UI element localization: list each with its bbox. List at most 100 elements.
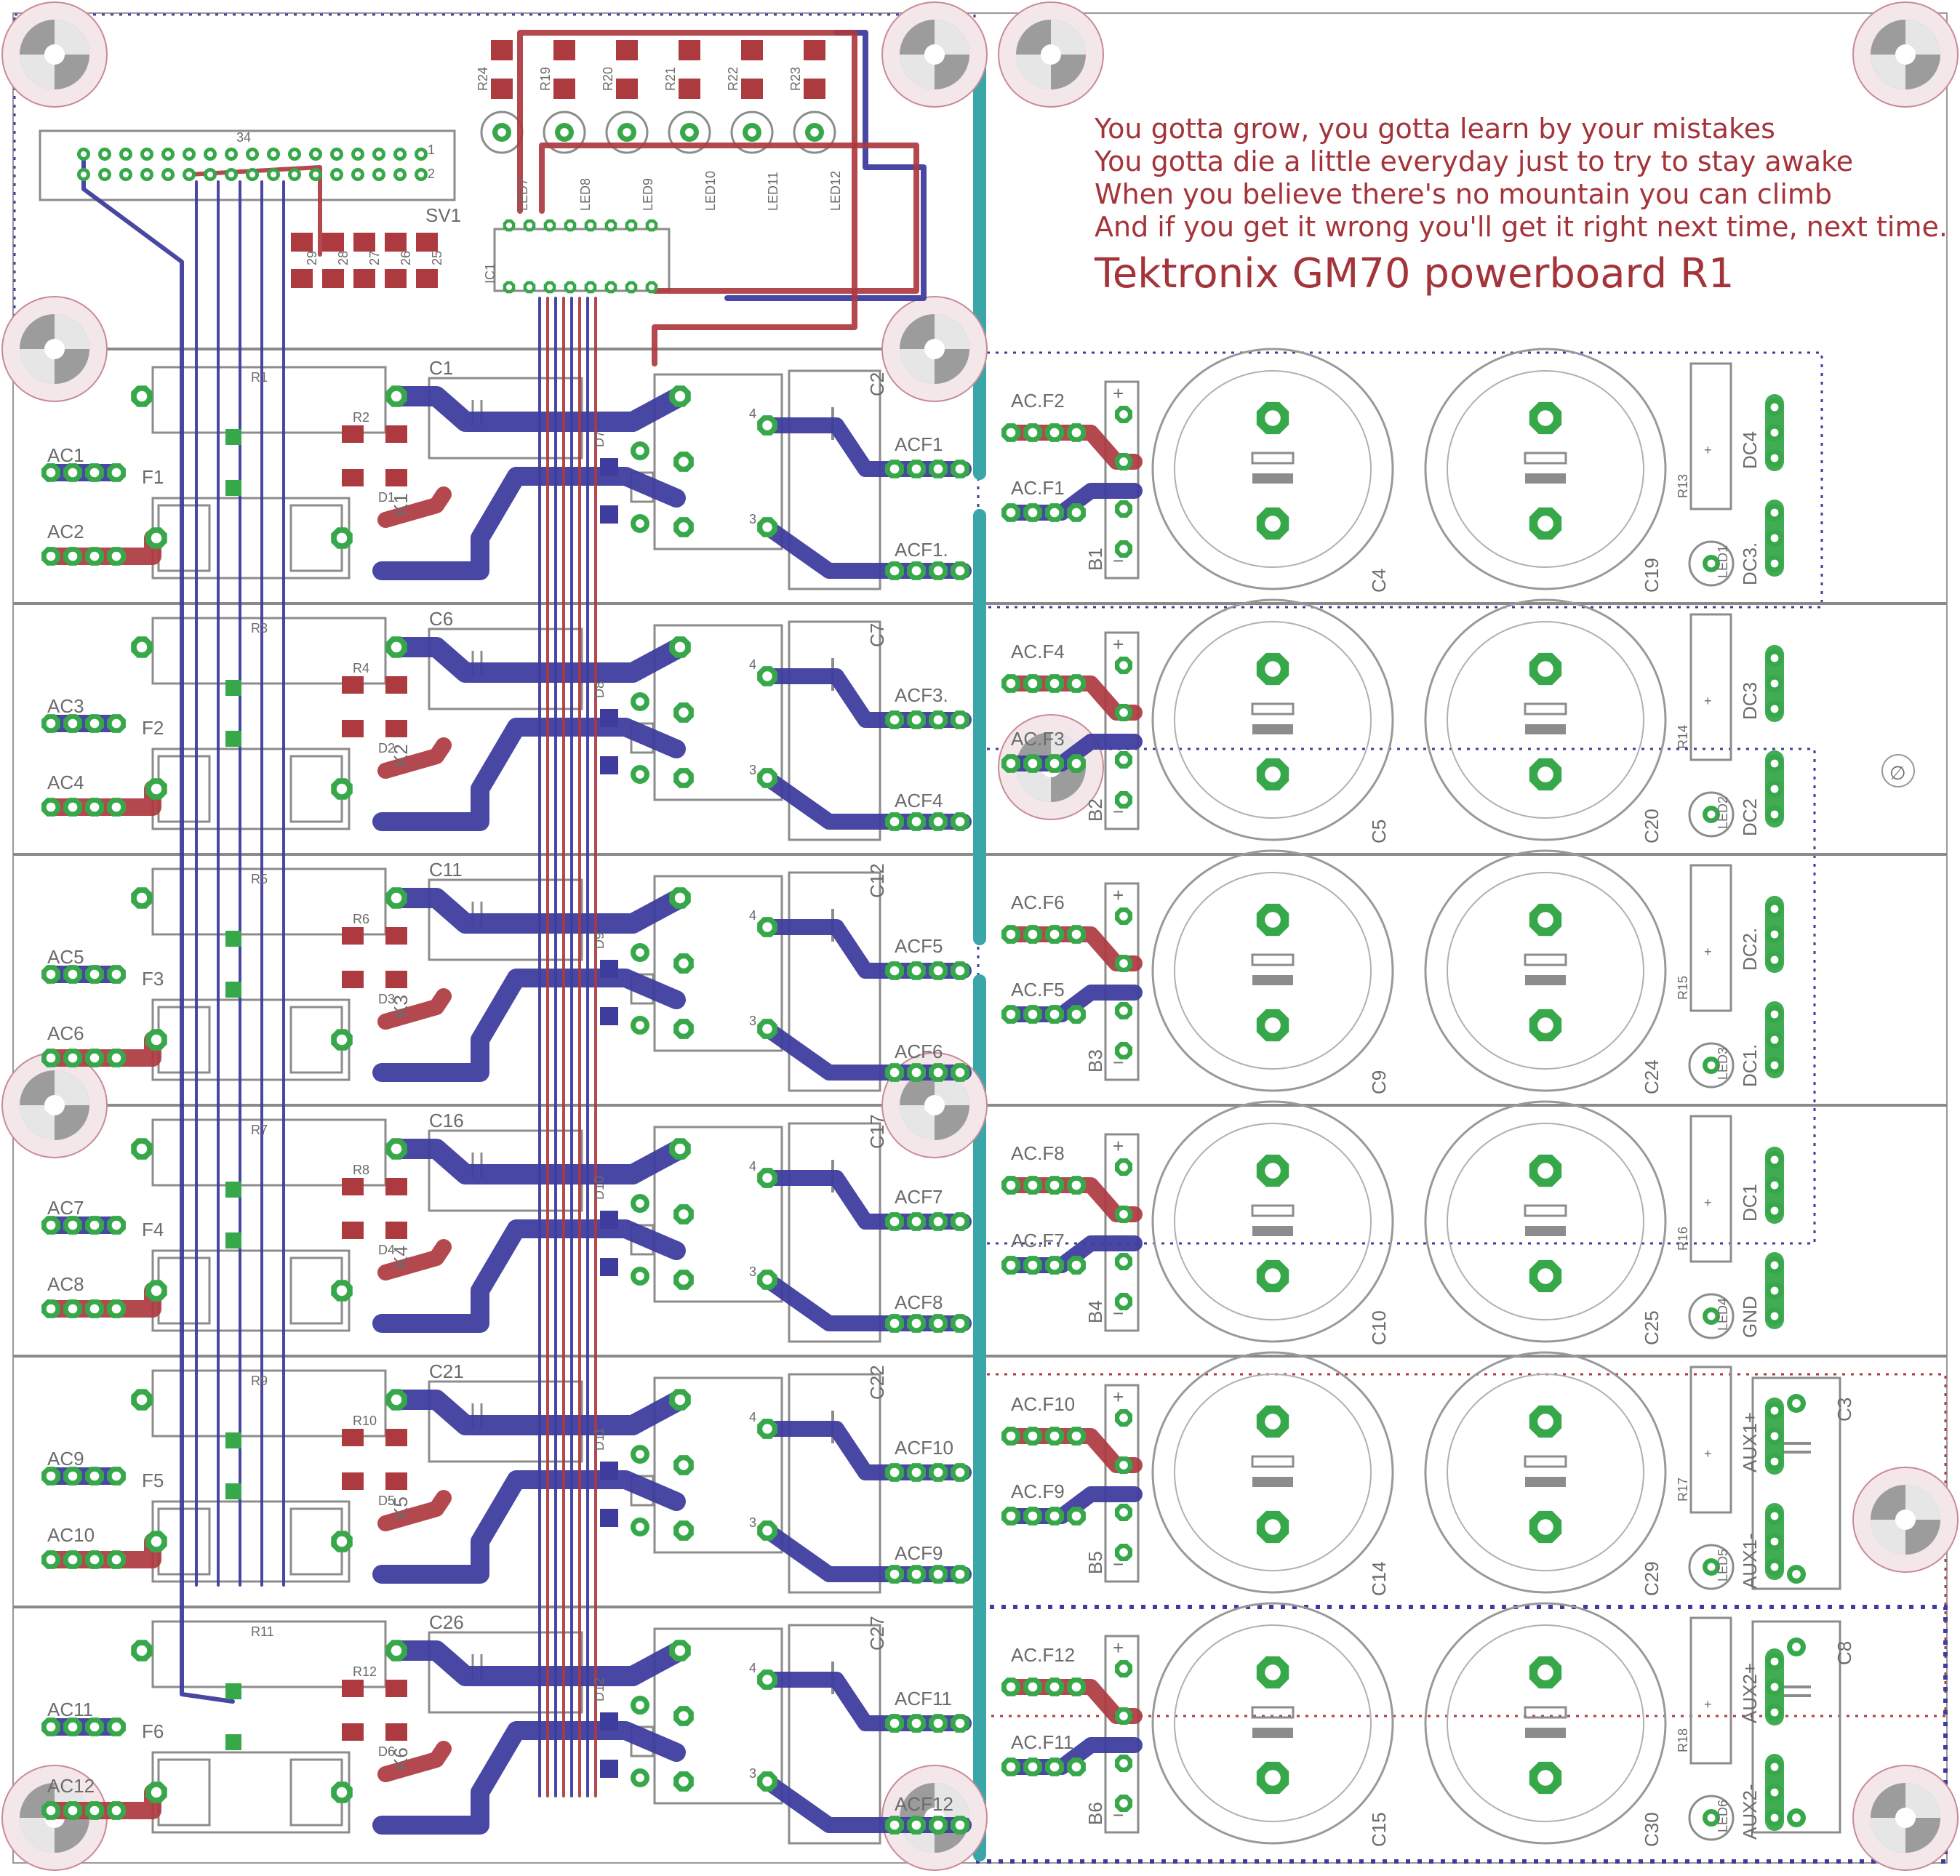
ac-bot-0: AC2 [47,521,84,542]
ac-bot-pad-1-1-drill [68,802,78,812]
acf-top-pad-1-3-drill [955,715,965,725]
fuse-out-trace-3 [377,1239,452,1280]
bulk-cap-label-a-3: C10 [1368,1310,1390,1345]
bridge-in-top-pad-3-1-drill [1028,1180,1038,1190]
bridge-in-bot-pad-5-0-drill [1006,1762,1016,1772]
bulk-cap-inner-0-0 [1174,370,1372,568]
rn-pad-b-4 [416,269,438,288]
dc-out-pad-b3-0-drill [1770,559,1779,568]
bridge-pad-1-2-drill [1119,755,1128,764]
bleeder-led-pad-1-drill [1707,810,1716,819]
bridge-in-bot-pad-3-3-drill [1071,1260,1081,1270]
led-pad-5-drill [810,128,819,137]
bulk-cap-label-b-2: C24 [1641,1059,1663,1094]
relay-coil-pad-b-0-drill [636,519,644,528]
ac-bot-1: AC4 [47,771,84,793]
ac-aux-pad-5-drill [136,1645,148,1656]
cap-pad-b-2-drill [674,892,686,904]
rf-pad-b-2 [225,982,241,998]
snubber-body-5 [788,1624,881,1845]
cap-pad-a-3-drill [391,1143,402,1155]
ac-top-pad-5-1-drill [68,1722,78,1732]
acf-top-pad-1-2-drill [933,715,943,725]
snubber-label-3: C17 [866,1114,888,1149]
fuse-pad-b-2-drill [336,1034,348,1046]
bulk-cap-pad-b-4-1-drill [1537,1519,1553,1535]
rf-pad-b-0 [225,480,241,496]
ac-bot-pad-2-1-drill [68,1053,78,1063]
relay-pin-a-3-drill [679,1209,689,1219]
r-pad-a-2 [342,927,364,945]
mount-hole-center-3 [44,339,65,359]
relay-body-3 [653,1126,783,1303]
relay-label-2: K3 [390,995,412,1018]
connector-pin-bot-11-drill [312,171,319,178]
bridge-pad-5-1-drill [1119,1712,1128,1720]
ac-top-0: AC1 [47,444,84,466]
fuse-pad-b-3-drill [336,1285,348,1296]
relay-diode-label-5: D12 [592,1677,607,1701]
dc-out-b-5: AUX2- [1739,1784,1761,1840]
relay-trace-5 [372,1721,686,1835]
bulk-cap-pad-a-1-0-drill [1265,661,1281,677]
header-led-5: LED12 [828,171,843,211]
acf-bot-pad-0-2-drill [933,566,943,576]
mount-hole-center-4 [924,339,945,359]
ic-pin-top-2-drill [546,222,553,229]
bleeder-plus-4: + [1704,1446,1712,1461]
mount-hole-quad-a-2 [1905,20,1940,55]
dc-out-pad-b1-2-drill [1770,1010,1779,1019]
dc-out-pad-b2-0-drill [1770,534,1779,542]
cap-pad-b-1-drill [674,641,686,653]
ac-bot-pad-5-3-drill [111,1805,121,1816]
bleeder-led-4 [1688,1544,1735,1590]
dc-out-pad-a1-2-drill [1770,905,1779,913]
connector-pin-bot-8-drill [249,171,256,178]
relay-pin-b-5-drill [679,1776,689,1787]
connector-pin-bot-7-drill [228,171,235,178]
fuse-pad-a-5-drill [151,1787,162,1798]
bridge-in-bot-0: AC.F1 [1011,477,1065,499]
mount-hole-quad-a-10 [1905,1485,1940,1520]
bridge-in-top-pad-4-0-drill [1006,1431,1016,1441]
ic-pin-bot-6-drill [628,284,635,291]
rf-label-0: R1 [251,370,268,385]
quote-block: You gotta grow, you gotta learn by your … [1094,113,1948,297]
bleeder-body-2 [1689,864,1732,1012]
header-led-4: LED11 [766,172,780,211]
ic-pin-bot-2-drill [546,284,553,291]
connector-pin-bot-6-drill [207,171,214,178]
ac-bot-pad-0-2-drill [89,551,100,561]
connector-pin-bot-0-drill [80,171,87,178]
rf-label-1: R3 [251,621,268,636]
connector-pin-bot-10-drill [291,171,298,178]
bridge-in-bot-pad-1-2-drill [1049,758,1060,769]
dc-out-pad-b2-2-drill [1770,1035,1779,1044]
bridge-in-bot-pad-4-2-drill [1049,1511,1060,1521]
bulk-cap-sym-b-1-1 [1525,724,1566,734]
bridge-in-top-pad-3-2-drill [1049,1180,1060,1190]
bulk-cap-sym-a-0-1 [1524,452,1567,465]
cap-trace-0 [386,386,690,432]
bulk-cap-inner-1-0 [1174,621,1372,819]
relay-diode-label-2: D9 [592,932,607,949]
bulk-cap-pad-b-4-0-drill [1265,1519,1281,1535]
dc-out-pad-b1-3-drill [1770,1261,1779,1270]
bridge-minus-2: − [1113,1051,1124,1073]
acf-bot-pad-4-0-drill [889,1569,900,1579]
bridge-plus-4: + [1113,1386,1124,1408]
acf-bot-pad-1-2-drill [933,817,943,827]
dc-out-pad-b1-5-drill [1770,1763,1779,1771]
acf-bot-pad-1-1-drill [911,817,921,827]
fuse-pad-b-5-drill [336,1787,348,1798]
dc-out-pad-b2-4-drill [1770,1537,1779,1546]
header-resistor-2: R20 [601,67,615,91]
bridge-body-0 [1104,380,1140,580]
relay-coil-pad-a-3-drill [636,1199,644,1208]
mount-hole-quad-a-3 [55,314,89,349]
fuse-label-0: F1 [142,466,164,488]
bridge-label-0: B1 [1084,548,1106,571]
dc-out-b-0: DC3. [1739,542,1761,585]
bleeder-led-label-3: LED4 [1716,1298,1730,1331]
mount-hole-quad-b-7 [1016,767,1051,802]
